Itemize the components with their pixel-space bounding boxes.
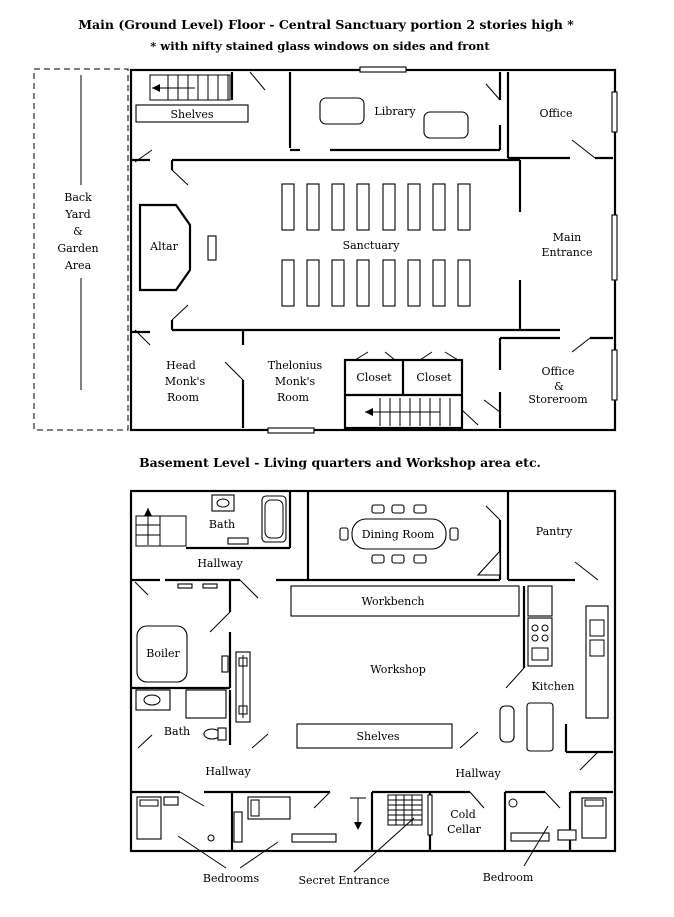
bedroom-callout: Bedroom — [483, 871, 534, 884]
svg-text:Monk's: Monk's — [275, 375, 316, 388]
svg-text:Garden: Garden — [57, 242, 98, 255]
basement-title: Basement Level - Living quarters and Wor… — [139, 455, 541, 470]
bath-bottom-label: Bath — [164, 725, 190, 738]
svg-text:Storeroom: Storeroom — [528, 393, 588, 406]
fridge — [527, 585, 553, 617]
svg-text:Entrance: Entrance — [541, 246, 592, 259]
bottom-room-walls — [131, 790, 613, 851]
closet-2-label: Closet — [416, 371, 452, 384]
svg-text:Office: Office — [541, 365, 574, 378]
top-window — [359, 66, 407, 73]
window-east-1 — [611, 91, 618, 133]
svg-text:Yard: Yard — [64, 208, 90, 221]
hallway-right-label: Hallway — [455, 767, 501, 780]
basement-shelves — [296, 723, 453, 749]
svg-text:Back: Back — [64, 191, 92, 204]
altar-label: Altar — [149, 240, 178, 253]
kitchen-table — [526, 702, 554, 752]
dining-corner-cabinet — [476, 549, 501, 576]
basement-shelves-label: Shelves — [356, 730, 399, 743]
lathe-machine — [235, 651, 251, 723]
main-shelves-label: Shelves — [170, 108, 213, 121]
head-monk-room-label: Head Monk's Room — [165, 359, 206, 404]
sanctuary-label: Sanctuary — [343, 239, 401, 252]
kitchen-chair — [499, 705, 515, 743]
bath-sink-top — [211, 494, 235, 512]
svg-text:Monk's: Monk's — [165, 375, 206, 388]
secret-entrance-callout: Secret Entrance — [299, 874, 390, 887]
closet-1-label: Closet — [356, 371, 392, 384]
kitchen-label: Kitchen — [532, 680, 575, 693]
svg-text:Area: Area — [64, 259, 92, 272]
main-shelves — [135, 104, 249, 123]
kitchen-counter — [585, 605, 609, 719]
bedrooms-callout: Bedrooms — [203, 872, 260, 885]
office-label: Office — [539, 107, 572, 120]
pantry-label: Pantry — [536, 525, 573, 538]
boiler — [136, 625, 188, 683]
library-table-1 — [319, 97, 365, 125]
boiler-label: Boiler — [146, 647, 180, 660]
yard-label: Back Yard & Garden Area — [57, 191, 98, 272]
bed-1 — [136, 796, 162, 840]
cold-cellar-label: Cold Cellar — [447, 808, 482, 836]
svg-text:Room: Room — [277, 391, 310, 404]
svg-text:Room: Room — [167, 391, 200, 404]
svg-text:&: & — [554, 380, 564, 393]
hallway-left-label: Hallway — [205, 765, 251, 778]
back-yard-area — [33, 68, 129, 431]
dining-table — [351, 518, 447, 550]
workbench-label: Workbench — [362, 595, 425, 608]
svg-text:Cellar: Cellar — [447, 823, 482, 836]
bathtub — [261, 495, 287, 543]
pews-south — [281, 259, 471, 307]
stairs-lower — [365, 398, 451, 426]
basement-stairs — [135, 508, 187, 547]
dining-chairs — [339, 504, 459, 564]
window-east-3 — [611, 349, 618, 401]
bath-top-label: Bath — [209, 518, 235, 531]
window-east-2 — [611, 214, 618, 281]
bottom-window — [267, 427, 315, 434]
secret-stairs — [350, 794, 423, 830]
hallway-top-label: Hallway — [197, 557, 243, 570]
main-floor-title: Main (Ground Level) Floor - Central Sanc… — [78, 17, 574, 32]
stair-door-swing — [249, 71, 266, 91]
workshop-label: Workshop — [370, 663, 426, 676]
bath-sink-bottom — [135, 689, 171, 711]
main-entrance-label: Main Entrance — [541, 231, 592, 259]
dining-room-label: Dining Room — [362, 528, 435, 541]
library-label: Library — [374, 105, 416, 118]
svg-text:Head: Head — [166, 359, 196, 372]
sanctuary-walls — [170, 158, 560, 345]
svg-text:&: & — [73, 225, 83, 238]
workbench — [290, 585, 520, 617]
svg-text:Cold: Cold — [450, 808, 476, 821]
stairs-upper — [149, 74, 231, 101]
altar-platform — [138, 203, 192, 292]
library-table-2 — [423, 111, 469, 139]
altar-lectern — [207, 235, 217, 261]
office-storeroom-label: Office & Storeroom — [528, 365, 588, 406]
main-floor-note: * with nifty stained glass windows on si… — [150, 39, 490, 53]
thelonius-room-label: Thelonius Monk's Room — [268, 359, 323, 404]
bed-3 — [581, 797, 607, 839]
svg-text:Main: Main — [553, 231, 581, 244]
pews-north — [281, 183, 471, 231]
shower — [185, 689, 227, 719]
svg-text:Thelonius: Thelonius — [268, 359, 323, 372]
